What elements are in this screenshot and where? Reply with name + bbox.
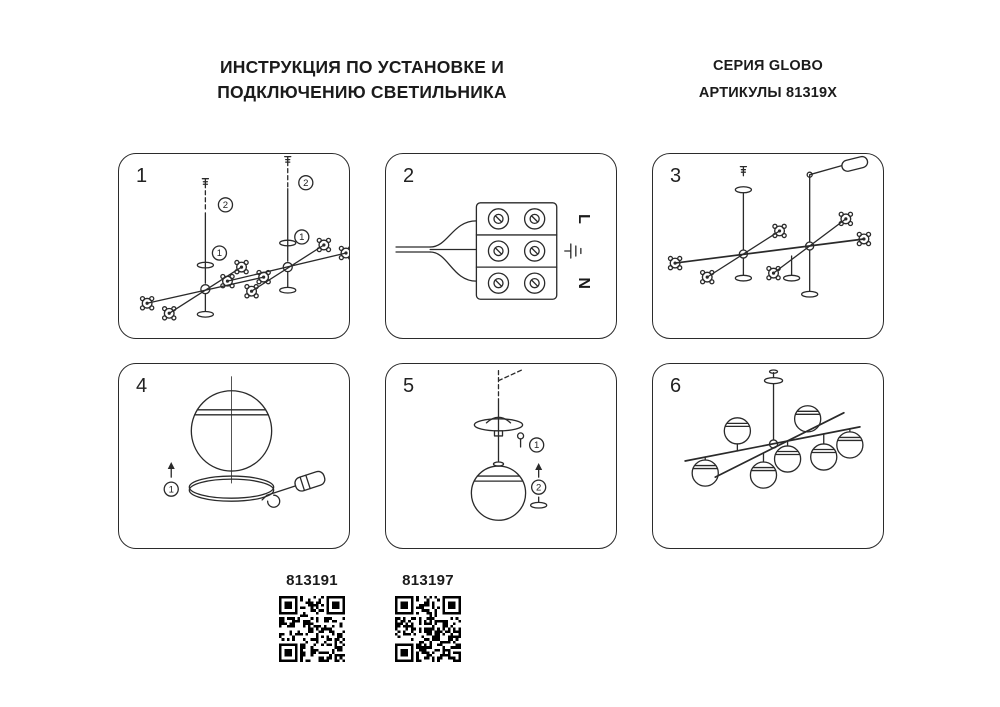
label-neutral: N [575,277,593,289]
chandelier-assembled [684,369,864,489]
svg-text:1: 1 [299,232,304,243]
page-title-line1: ИНСТРУКЦИЯ ПО УСТАНОВКЕ И [220,57,504,77]
step-marker-1: 1 [294,229,310,245]
globe-sphere [470,461,527,521]
svg-text:2: 2 [536,482,541,493]
mounting-ring [188,475,275,502]
step-marker-2: 2 [530,479,547,495]
svg-text:1: 1 [217,248,222,259]
small-screw [516,432,525,448]
panel-2-illustration: L N [395,202,593,300]
step-marker-1: 1 [163,481,179,497]
panel-4-number: 4 [136,375,148,397]
qr-label-2: 813197 [402,572,454,589]
page-title: ИНСТРУКЦИЯ ПО УСТАНОВКЕ И ПОДКЛЮЧЕНИЮ СВ… [157,55,567,104]
step-marker-1: 1 [528,437,545,453]
small-disc [529,501,548,509]
panel-5-illustration: 1 2 [470,368,548,521]
panel-1-number: 1 [136,165,148,187]
globe-sphere [190,376,273,484]
ground-icon [564,243,582,259]
arrow-up-icon [167,462,175,478]
arm-capsule [841,155,869,172]
supply-cable [395,220,478,282]
panel-3-number: 3 [670,165,682,187]
svg-text:1: 1 [169,484,174,495]
qr-code [279,596,345,662]
chandelier-frame [667,155,872,298]
screwdriver-icon [261,470,326,501]
series-label: СЕРИЯ GLOBO [712,58,824,74]
panel-4-illustration: 1 [163,376,326,508]
panel-1-illustration: 2 1 2 [139,155,349,321]
step-marker-1: 1 [211,245,228,261]
step-marker-2: 2 [217,197,234,213]
qr-code [395,596,461,662]
panel-5: 5 1 [385,363,617,549]
page-title-line2: ПОДКЛЮЧЕНИЮ СВЕТИЛЬНИКА [217,81,507,102]
step-marker-2: 2 [298,175,314,191]
c-clip [266,494,281,508]
qr-block-2: 813197 [395,572,461,662]
arrow-up-icon [535,463,543,478]
panel-6-number: 6 [670,375,682,397]
qr-block-1: 813191 [279,572,345,662]
terminal-block [475,202,558,300]
panel-5-number: 5 [403,375,415,397]
panel-3: 3 [652,153,884,339]
svg-text:2: 2 [223,200,228,211]
panel-6-illustration [684,369,864,489]
series-header: СЕРИЯ GLOBO АРТИКУЛЫ 81319X [638,58,898,101]
panel-4: 4 1 [118,363,350,549]
svg-text:2: 2 [303,178,308,189]
wiring-labels: L N [564,214,593,289]
panel-2: 2 L N [385,153,617,339]
label-live: L [575,214,593,224]
arm-assembly-left [139,178,271,321]
articles-label: АРТИКУЛЫ 81319X [698,85,838,101]
panel-6: 6 [652,363,884,549]
arm-assembly-right [220,155,349,299]
panel-3-illustration [667,155,872,298]
panel-1: 1 2 1 [118,153,350,339]
ceiling-canopy [473,416,524,437]
svg-text:1: 1 [534,440,539,451]
qr-label-1: 813191 [286,572,338,589]
ceiling-wires [497,368,524,400]
panel-2-number: 2 [403,165,415,187]
